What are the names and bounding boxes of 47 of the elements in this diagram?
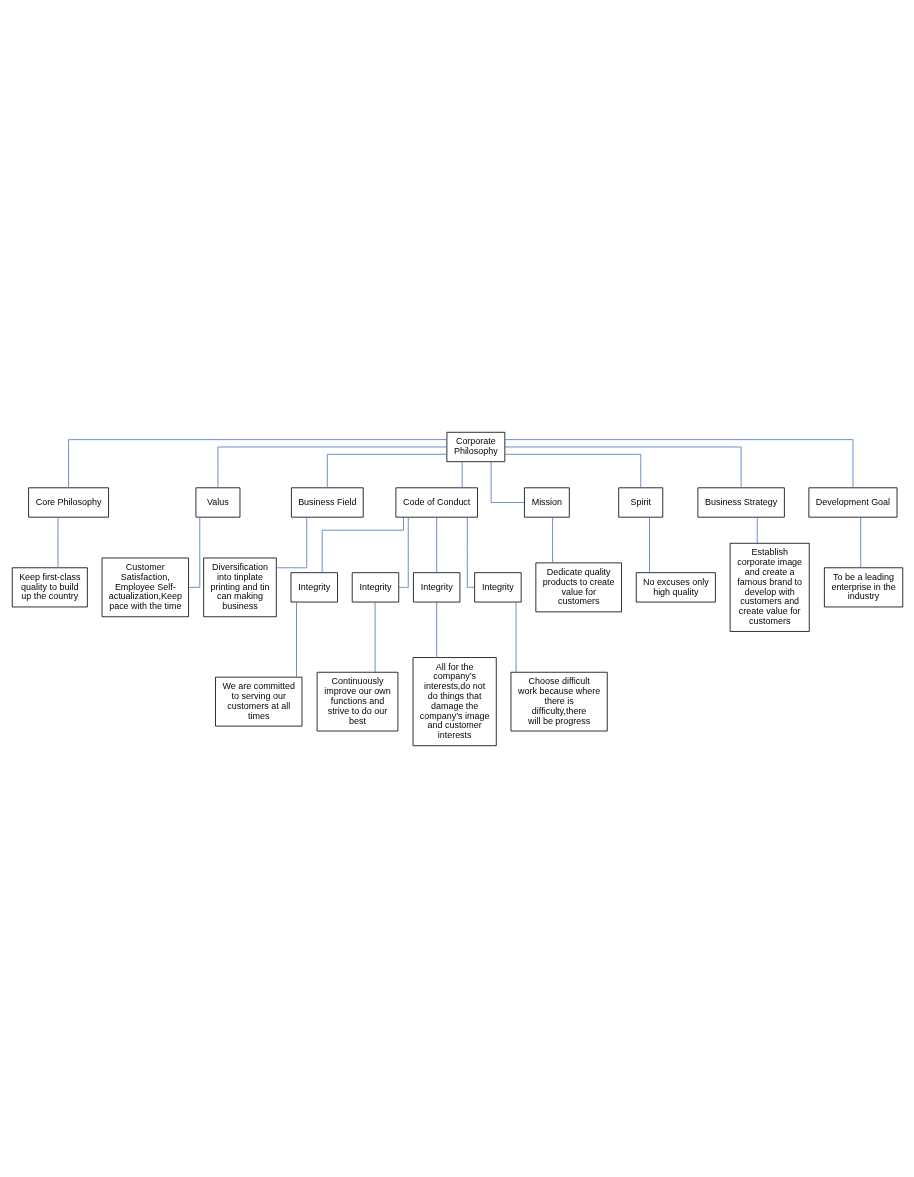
- connector: [57, 516, 58, 568]
- node-box: Business Strategy: [696, 486, 785, 518]
- node-box: Valus: [195, 486, 240, 518]
- node-box: Integrity: [290, 571, 338, 602]
- connector: [67, 438, 447, 488]
- node-box: Keep first-class quality to build up the country: [11, 566, 88, 607]
- node-box: Development Goal: [807, 486, 897, 518]
- connector: [756, 516, 758, 544]
- node-box: Customer Satisfaction, Employee Self-actualization,Keep pace with the time: [101, 557, 189, 617]
- node-box: Continuously improve our own functions and strive to do our best: [316, 671, 398, 731]
- connector: [504, 453, 641, 488]
- node-box: Dedicate quality products to create value for customers: [534, 561, 622, 612]
- connector: [648, 516, 650, 573]
- connector: [551, 516, 553, 563]
- node-box: Core Philosophy: [27, 486, 109, 518]
- node-box: Integrity: [412, 571, 460, 602]
- connector: [515, 601, 516, 672]
- node-box: No excuses only high quality: [635, 571, 716, 602]
- connector: [504, 438, 853, 488]
- node-box: Spirit: [617, 486, 663, 518]
- connector: [466, 516, 475, 588]
- node-box: All for the company’s interests,do not do things that damage the company’s image and customer interests: [412, 656, 497, 746]
- connector: [374, 601, 375, 672]
- connector: [398, 516, 409, 588]
- connector: [187, 516, 200, 588]
- node-box: Establish corporate image and create a famous brand to develop with customers and create value for customers: [729, 542, 810, 632]
- node-box: Diversification into tinplate printing and tin can making business: [202, 557, 277, 617]
- connector: [275, 516, 307, 568]
- connector: [217, 446, 447, 488]
- node-box: Integrity: [473, 571, 522, 602]
- connector: [295, 601, 297, 677]
- connector: [490, 460, 525, 503]
- connector: [435, 601, 437, 658]
- connector: [461, 460, 463, 488]
- node-box: Corporate Philosophy: [445, 431, 505, 462]
- connector: [321, 516, 404, 573]
- node-box: Choose difficult work because where there is difficulty,there will be progress: [510, 671, 608, 731]
- node-box: We are committed to serving our customers at all times: [214, 676, 302, 727]
- connector: [435, 516, 437, 573]
- connector: [326, 453, 447, 488]
- node-box: Mission: [523, 486, 570, 518]
- connector: [859, 516, 861, 568]
- node-box: Code of Conduct: [394, 486, 478, 518]
- node-box: Integrity: [351, 571, 399, 602]
- node-box: To be a leading enterprise in the industry: [823, 566, 903, 607]
- connector: [504, 446, 742, 488]
- node-box: Business Field: [290, 486, 364, 518]
